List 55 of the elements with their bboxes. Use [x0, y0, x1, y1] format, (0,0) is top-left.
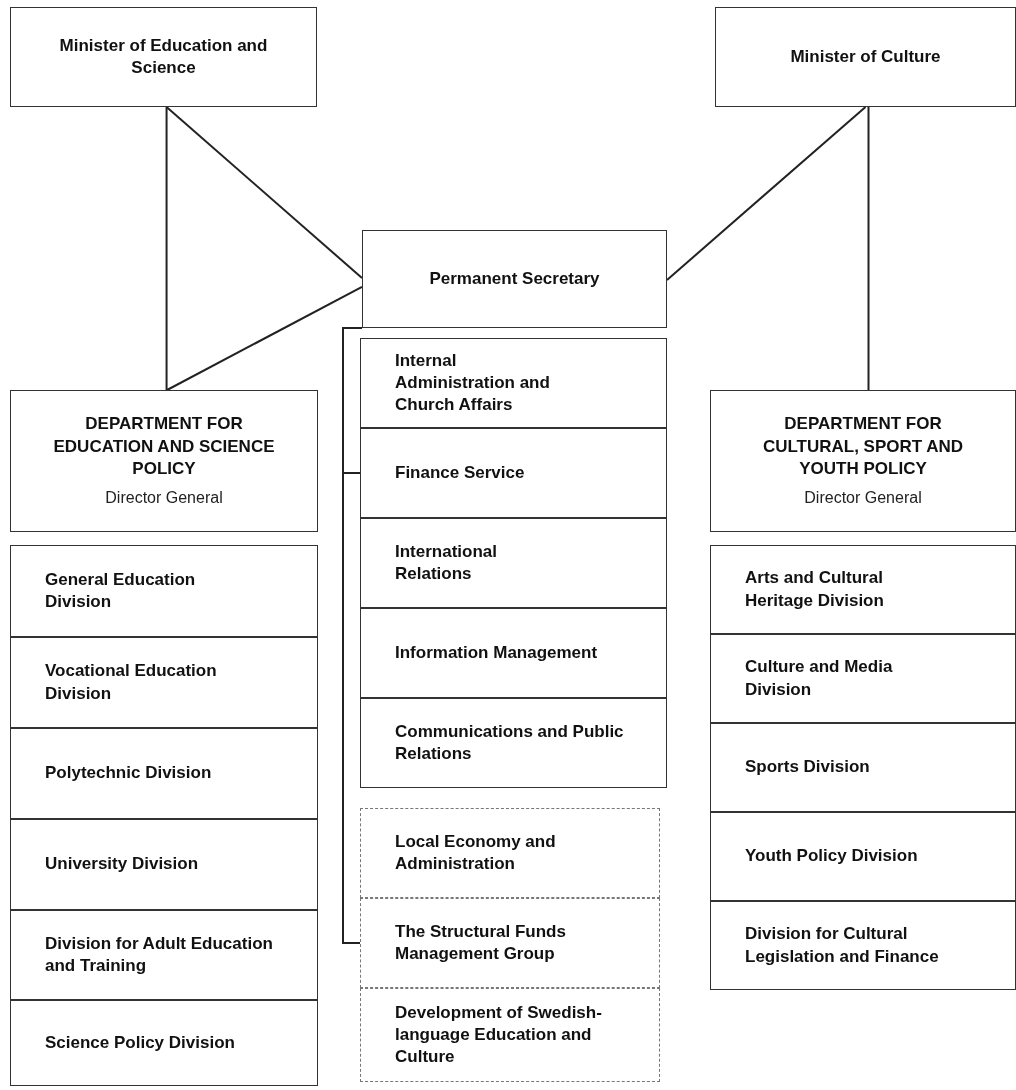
connector-line [166, 285, 363, 391]
node-title: Sports Division [745, 756, 870, 779]
node-title: University Division [45, 853, 199, 876]
node-title: International Relations [395, 540, 498, 585]
connector-line [165, 106, 363, 279]
division-box [10, 637, 318, 728]
role-text: Director General [804, 487, 922, 508]
unit-box [360, 988, 660, 1082]
unit-box [360, 608, 667, 698]
node-title: DEPARTMENT FOR EDUCATION AND SCIENCE POLICY [52, 413, 276, 480]
role-text: Director General [105, 487, 223, 508]
node-title: Polytechnic Division [45, 762, 212, 785]
division-box [10, 728, 318, 819]
minister-box [10, 7, 317, 107]
unit-box [360, 808, 660, 898]
division-box [710, 901, 1016, 990]
connector-line [666, 106, 867, 281]
node-title: Minister of Culture [790, 45, 941, 68]
division-box [710, 812, 1016, 901]
node-title: General Education Division [45, 568, 197, 613]
division-box [710, 545, 1016, 634]
node-title: Information Management [395, 641, 598, 664]
unit-box [360, 428, 667, 518]
unit-box [360, 898, 660, 988]
node-title: Arts and Cultural Heritage Division [745, 567, 885, 612]
division-box [710, 634, 1016, 723]
node-title: Permanent Secretary [429, 267, 600, 290]
division-box [710, 723, 1016, 812]
department-box [710, 390, 1016, 532]
unit-box [360, 698, 667, 788]
secretary-box [362, 230, 667, 328]
connector-line [165, 106, 168, 391]
node-title: Culture and Media Division [745, 656, 894, 701]
minister-box [715, 7, 1016, 107]
node-title: Communications and Public Relations [395, 720, 625, 765]
department-box [10, 390, 318, 532]
node-title: Division for Adult Education and Training [45, 932, 274, 977]
node-title: Vocational Education Division [45, 660, 218, 705]
node-title: Minister of Education and Science [58, 34, 269, 79]
node-title: DEPARTMENT FOR CULTURAL, SPORT AND YOUTH POLICY [761, 413, 965, 480]
node-title: Development of Swedish-language Education and Culture [395, 1001, 603, 1069]
division-box [10, 819, 318, 910]
node-title: Local Economy and Administration [395, 830, 557, 875]
connector-line [867, 106, 870, 391]
node-title: Division for Cultural Legislation and Finance [745, 923, 940, 968]
division-box [10, 1000, 318, 1086]
unit-box [360, 518, 667, 608]
node-title: Science Policy Division [45, 1031, 235, 1054]
node-title: The Structural Funds Management Group [395, 920, 567, 965]
unit-box [360, 338, 667, 428]
node-title: Youth Policy Division [745, 845, 918, 868]
node-title: Finance Service [395, 461, 525, 484]
node-title: Internal Administration and Church Affairs [395, 349, 551, 417]
division-box [10, 910, 318, 1000]
division-box [10, 545, 318, 637]
